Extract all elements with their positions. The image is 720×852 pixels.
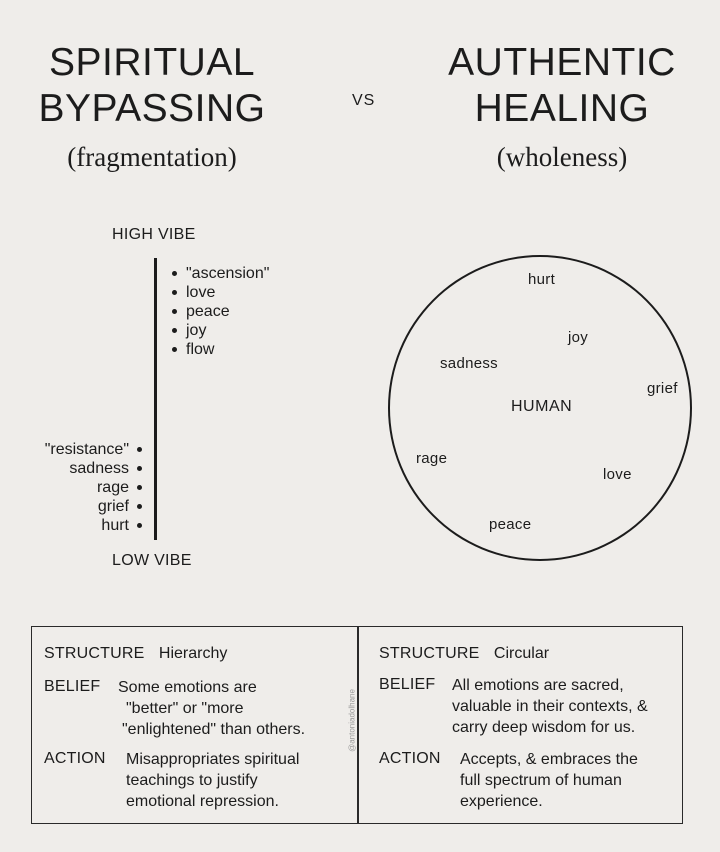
left-structure-label: STRUCTURE	[44, 645, 145, 662]
word-sadness: sadness	[440, 355, 498, 372]
bullet-icon	[172, 290, 177, 296]
text-line: "better" or "more	[126, 700, 244, 717]
text-line: Misappropriates spiritual	[126, 751, 300, 768]
right-belief-text: All emotions are sacred, valuable in the…	[452, 675, 648, 738]
left-action-text: Misappropriates spiritual teachings to j…	[126, 749, 299, 812]
left-belief-label: BELIEF	[44, 678, 101, 695]
bullet-icon	[172, 271, 177, 277]
list-item: "ascension"	[172, 264, 269, 283]
text-line: Accepts, & embraces the	[460, 751, 638, 768]
left-belief-text: Some emotions are "better" or "more "enl…	[118, 677, 305, 740]
high-vibe-list: "ascension" love peace joy flow	[172, 264, 269, 359]
list-item: sadness	[45, 459, 142, 478]
high-vibe-label: HIGH VIBE	[112, 226, 196, 243]
text-line: experience.	[460, 793, 543, 810]
list-item: rage	[45, 478, 142, 497]
word-grief: grief	[647, 380, 678, 397]
text-line: "enlightened" than others.	[122, 721, 306, 738]
text-line: All emotions are sacred,	[452, 677, 624, 694]
wholeness-circle	[388, 255, 692, 561]
table-divider	[357, 626, 359, 823]
bullet-icon	[172, 309, 177, 315]
left-title-line1: SPIRITUAL	[48, 41, 256, 84]
list-item: peace	[172, 302, 269, 321]
text-line: teachings to justify	[126, 772, 258, 789]
right-structure-label: STRUCTURE	[379, 645, 480, 662]
text-line: full spectrum of human	[460, 772, 622, 789]
text-line: valuable in their contexts, &	[452, 698, 648, 715]
left-structure-value: Hierarchy	[158, 645, 228, 662]
bullet-icon	[137, 447, 142, 453]
left-title: SPIRITUAL BYPASSING	[20, 40, 284, 132]
list-item: love	[172, 283, 269, 302]
right-action-text: Accepts, & embraces the full spectrum of…	[460, 749, 638, 812]
vibe-axis-line	[154, 258, 157, 540]
right-title-line2: HEALING	[474, 87, 650, 130]
word-hurt: hurt	[528, 271, 556, 288]
watermark: @antoniadolhane	[347, 689, 357, 752]
left-title-line2: BYPASSING	[38, 87, 266, 130]
text-line: Some emotions are	[118, 679, 257, 696]
left-subtitle: (fragmentation)	[67, 142, 237, 172]
list-item: hurt	[45, 516, 142, 535]
left-action-label: ACTION	[44, 750, 106, 767]
bullet-icon	[137, 523, 142, 529]
list-item: "resistance"	[45, 440, 142, 459]
bullet-icon	[137, 504, 142, 510]
word-rage: rage	[416, 450, 448, 467]
bullet-icon	[137, 466, 142, 472]
low-vibe-label: LOW VIBE	[112, 552, 192, 569]
bullet-icon	[137, 485, 142, 491]
text-line: carry deep wisdom for us.	[452, 719, 636, 736]
right-belief-label: BELIEF	[379, 676, 436, 693]
right-title-line1: AUTHENTIC	[448, 41, 676, 84]
list-item: joy	[172, 321, 269, 340]
human-label: HUMAN	[511, 398, 573, 415]
vs-label: VS	[352, 92, 376, 109]
word-peace: peace	[489, 516, 532, 533]
right-action-label: ACTION	[379, 750, 441, 767]
low-vibe-list: "resistance" sadness rage grief hurt	[45, 440, 142, 535]
right-title: AUTHENTIC HEALING	[430, 40, 694, 132]
right-structure-row: STRUCTURE Circular	[379, 643, 549, 664]
right-subtitle: (wholeness)	[496, 142, 628, 172]
bullet-icon	[172, 347, 177, 353]
word-joy: joy	[568, 329, 589, 346]
right-structure-value: Circular	[493, 645, 550, 662]
list-item: grief	[45, 497, 142, 516]
left-structure-row: STRUCTURE Hierarchy	[44, 643, 227, 664]
text-line: emotional repression.	[126, 793, 279, 810]
list-item: flow	[172, 340, 269, 359]
bullet-icon	[172, 328, 177, 334]
word-love: love	[603, 466, 632, 483]
